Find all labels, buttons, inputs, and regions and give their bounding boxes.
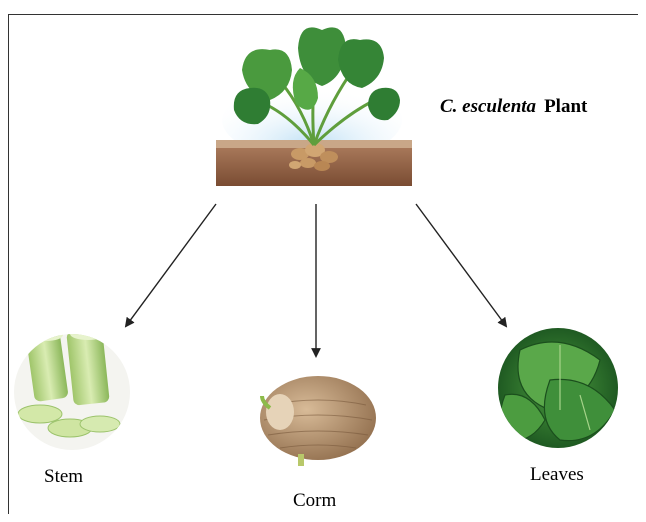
leaves-photo — [498, 328, 618, 448]
stem-label: Stem — [44, 466, 83, 488]
plant-title-genus: C. esculenta — [440, 96, 536, 117]
arrow-to-leaves — [416, 204, 506, 326]
plant-title-rest: Plant — [544, 96, 587, 117]
plant-title: C. esculenta Plant — [440, 96, 587, 118]
corm-label: Corm — [293, 490, 336, 512]
stem-photo — [14, 328, 130, 450]
leaves-label: Leaves — [530, 464, 584, 486]
arrow-to-stem — [126, 204, 216, 326]
corm-photo — [260, 376, 376, 466]
taro-plant-illustration — [216, 27, 412, 186]
